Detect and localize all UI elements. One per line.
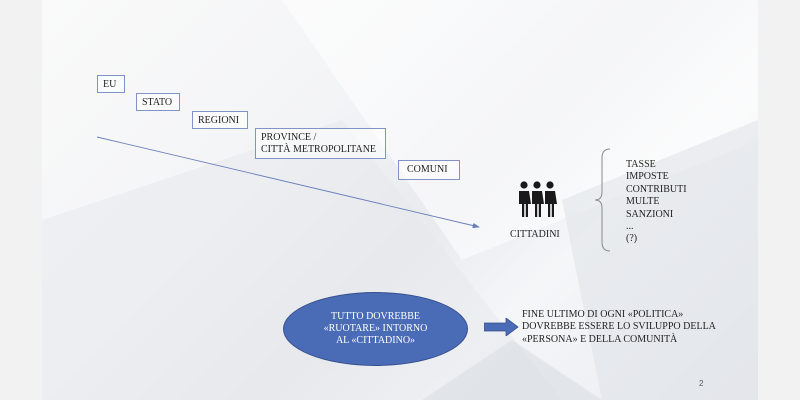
- list-item: CONTRIBUTI: [626, 183, 687, 195]
- list-item: ...: [626, 221, 634, 233]
- goal-line: «PERSONA» E DELLA COMUNITÀ: [522, 333, 678, 345]
- level-label: REGIONI: [198, 115, 240, 126]
- list-item: MULTE: [626, 196, 660, 208]
- level-box-eu: EU: [97, 75, 125, 93]
- level-label-line2: CITTÀ METROPOLITANE: [261, 144, 377, 155]
- level-label: STATO: [142, 97, 173, 108]
- ellipse-line: TUTTO DOVREBBE: [331, 311, 420, 322]
- obligations-list: TASSE IMPOSTE CONTRIBUTI MULTE SANZIONI …: [626, 159, 687, 246]
- level-box-province: PROVINCE / CITTÀ METROPOLITANE: [255, 128, 386, 159]
- level-box-comuni: COMUNI: [398, 160, 460, 180]
- right-arrow-icon: [484, 318, 519, 336]
- center-statement-ellipse: TUTTO DOVREBBE «RUOTARE» INTORNO AL «CIT…: [283, 292, 468, 366]
- goal-statement: FINE ULTIMO DI OGNI «POLITICA» DOVREBBE …: [522, 309, 716, 346]
- page-number: 2: [699, 379, 704, 388]
- level-box-regioni: REGIONI: [192, 111, 248, 129]
- citizens-label: CITTADINI: [510, 229, 560, 240]
- level-label: EU: [103, 79, 117, 90]
- slide: EU STATO REGIONI PROVINCE / CITTÀ METROP…: [42, 0, 758, 400]
- curly-brace: [594, 148, 611, 252]
- ellipse-line: «RUOTARE» INTORNO: [323, 323, 428, 334]
- list-item: (?): [626, 233, 638, 245]
- list-item: SANZIONI: [626, 208, 674, 220]
- goal-line: FINE ULTIMO DI OGNI «POLITICA»: [522, 309, 684, 320]
- list-item: IMPOSTE: [626, 171, 669, 183]
- ellipse-line: AL «CITTADINO»: [335, 335, 416, 346]
- level-label-line1: PROVINCE /: [261, 132, 317, 143]
- goal-line: DOVREBBE ESSERE LO SVILUPPO DELLA: [522, 321, 716, 333]
- people-group-icon: [519, 181, 557, 217]
- diagonal-arrow: [96, 136, 480, 229]
- level-label: COMUNI: [407, 164, 448, 175]
- list-item: TASSE: [626, 159, 656, 170]
- level-box-stato: STATO: [136, 93, 180, 111]
